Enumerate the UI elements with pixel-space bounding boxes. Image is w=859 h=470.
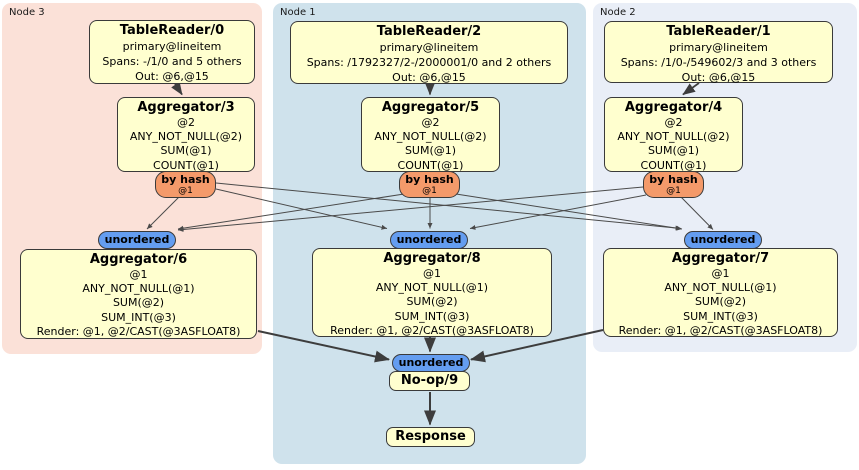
edge-hashL-uR: [215, 182, 682, 231]
edge-tr1-agg4: [682, 82, 700, 96]
noop-9-node: No-op/9: [389, 371, 470, 391]
router-key: @1: [422, 186, 437, 196]
processor-detail: ANY_NOT_NULL(@2): [129, 130, 243, 144]
processor-title: TableReader/1: [666, 24, 771, 39]
processor-detail: ANY_NOT_NULL(@2): [617, 130, 730, 144]
by-hash-router-node3: by hash @1: [155, 171, 216, 198]
processor-title: Aggregator/5: [381, 100, 480, 115]
processor-title: Aggregator/7: [671, 251, 770, 266]
processor-detail: primary@lineitem: [122, 40, 222, 53]
processor-detail: @1: [711, 267, 730, 280]
edge-hashL-uM: [215, 188, 388, 230]
processor-detail: Render: @1, @2/CAST(@3ASFLOAT8): [618, 323, 823, 337]
edge-hashM-uL: [177, 193, 405, 231]
processor-detail: ANY_NOT_NULL(@1): [375, 281, 489, 295]
processor-detail: primary@lineitem: [669, 41, 768, 54]
processor-detail: ANY_NOT_NULL(@2): [374, 130, 487, 144]
edge-hashR-uL: [177, 186, 644, 232]
processor-title: Aggregator/4: [624, 100, 723, 115]
unordered-sync-node1: unordered: [390, 231, 468, 249]
processor-title: TableReader/2: [376, 24, 482, 39]
processor-detail: ANY_NOT_NULL(@1): [664, 281, 777, 295]
edge-agg6-final: [257, 330, 390, 363]
processor-detail: @2: [664, 116, 683, 129]
processor-detail: SUM(@2): [406, 295, 458, 309]
processor-detail: @2: [421, 116, 440, 129]
processor-detail: SUM_INT(@3): [394, 309, 470, 323]
region-label: Node 1: [280, 7, 316, 18]
processor-detail: SUM_INT(@3): [101, 310, 176, 324]
aggregator-8-node: Aggregator/8 @1 ANY_NOT_NULL(@1) SUM(@2)…: [312, 248, 552, 337]
processor-detail: Render: @1, @2/CAST(@3ASFLOAT8): [36, 324, 241, 338]
processor-detail: primary@lineitem: [379, 41, 479, 54]
by-hash-router-node1: by hash @1: [399, 171, 460, 198]
edge-hashM-uR: [455, 193, 683, 231]
aggregator-3-node: Aggregator/3 @2 ANY_NOT_NULL(@2) SUM(@1)…: [117, 97, 255, 172]
processor-detail: SUM_INT(@3): [683, 309, 758, 323]
processor-detail: COUNT(@1): [397, 158, 464, 172]
processor-detail: @1: [423, 267, 441, 280]
router-label: by hash: [161, 173, 210, 186]
edge-hashR-uM: [469, 194, 647, 230]
processor-title: TableReader/0: [119, 23, 225, 38]
unordered-sync-node2: unordered: [684, 231, 762, 249]
processor-title: Aggregator/6: [89, 252, 188, 267]
processor-detail: COUNT(@1): [153, 158, 219, 172]
processor-detail: SUM(@1): [647, 144, 700, 158]
processor-detail: ANY_NOT_NULL(@1): [82, 282, 195, 296]
response-node: Response: [386, 427, 475, 447]
router-label: by hash: [649, 173, 698, 186]
aggregator-5-node: Aggregator/5 @2 ANY_NOT_NULL(@2) SUM(@1)…: [361, 97, 500, 172]
region-label: Node 3: [9, 7, 45, 18]
processor-title: Aggregator/3: [137, 100, 235, 115]
processor-detail: @1: [129, 268, 148, 281]
processor-detail: Out: @6,@15: [681, 71, 756, 85]
tablereader-1-node: TableReader/1 primary@lineitem Spans: /1…: [604, 21, 833, 85]
edge-tr0-agg3: [171, 81, 183, 96]
processor-detail: Render: @1, @2/CAST(@3ASFLOAT8): [330, 323, 534, 337]
region-label: Node 2: [600, 7, 636, 18]
by-hash-router-node2: by hash @1: [643, 171, 704, 198]
processor-detail: SUM(@1): [160, 144, 212, 158]
processor-detail: SUM(@2): [112, 296, 165, 310]
router-key: @1: [666, 186, 681, 196]
processor-detail: SUM(@1): [404, 144, 457, 158]
processor-detail: Spans: -/1/0 and 5 others: [102, 55, 242, 69]
final-unordered-sync: unordered: [392, 354, 470, 372]
aggregator-6-node: Aggregator/6 @1 ANY_NOT_NULL(@1) SUM(@2)…: [20, 249, 257, 339]
tablereader-2-node: TableReader/2 primary@lineitem Spans: /1…: [290, 21, 568, 84]
router-key: @1: [178, 186, 193, 196]
processor-detail: Spans: /1/0-/549602/3 and 3 others: [620, 56, 817, 70]
processor-detail: COUNT(@1): [640, 158, 707, 172]
edge-agg7-final: [470, 329, 604, 363]
tablereader-0-node: TableReader/0 primary@lineitem Spans: -/…: [89, 20, 255, 84]
processor-detail: Out: @6,@15: [135, 70, 209, 84]
aggregator-7-node: Aggregator/7 @1 ANY_NOT_NULL(@1) SUM(@2)…: [603, 248, 838, 337]
router-label: by hash: [405, 173, 454, 186]
aggregator-4-node: Aggregator/4 @2 ANY_NOT_NULL(@2) SUM(@1)…: [604, 97, 743, 172]
edge-hashR-uR: [680, 196, 714, 230]
processor-detail: SUM(@2): [694, 295, 747, 309]
processor-detail: Spans: /1792327/2-/2000001/0 and 2 other…: [306, 56, 552, 70]
edge-hashL-uL: [146, 196, 180, 230]
unordered-sync-node3: unordered: [98, 231, 176, 249]
processor-detail: @2: [177, 116, 195, 129]
processor-title: Aggregator/8: [383, 251, 481, 266]
processor-detail: Out: @6,@15: [392, 71, 466, 85]
